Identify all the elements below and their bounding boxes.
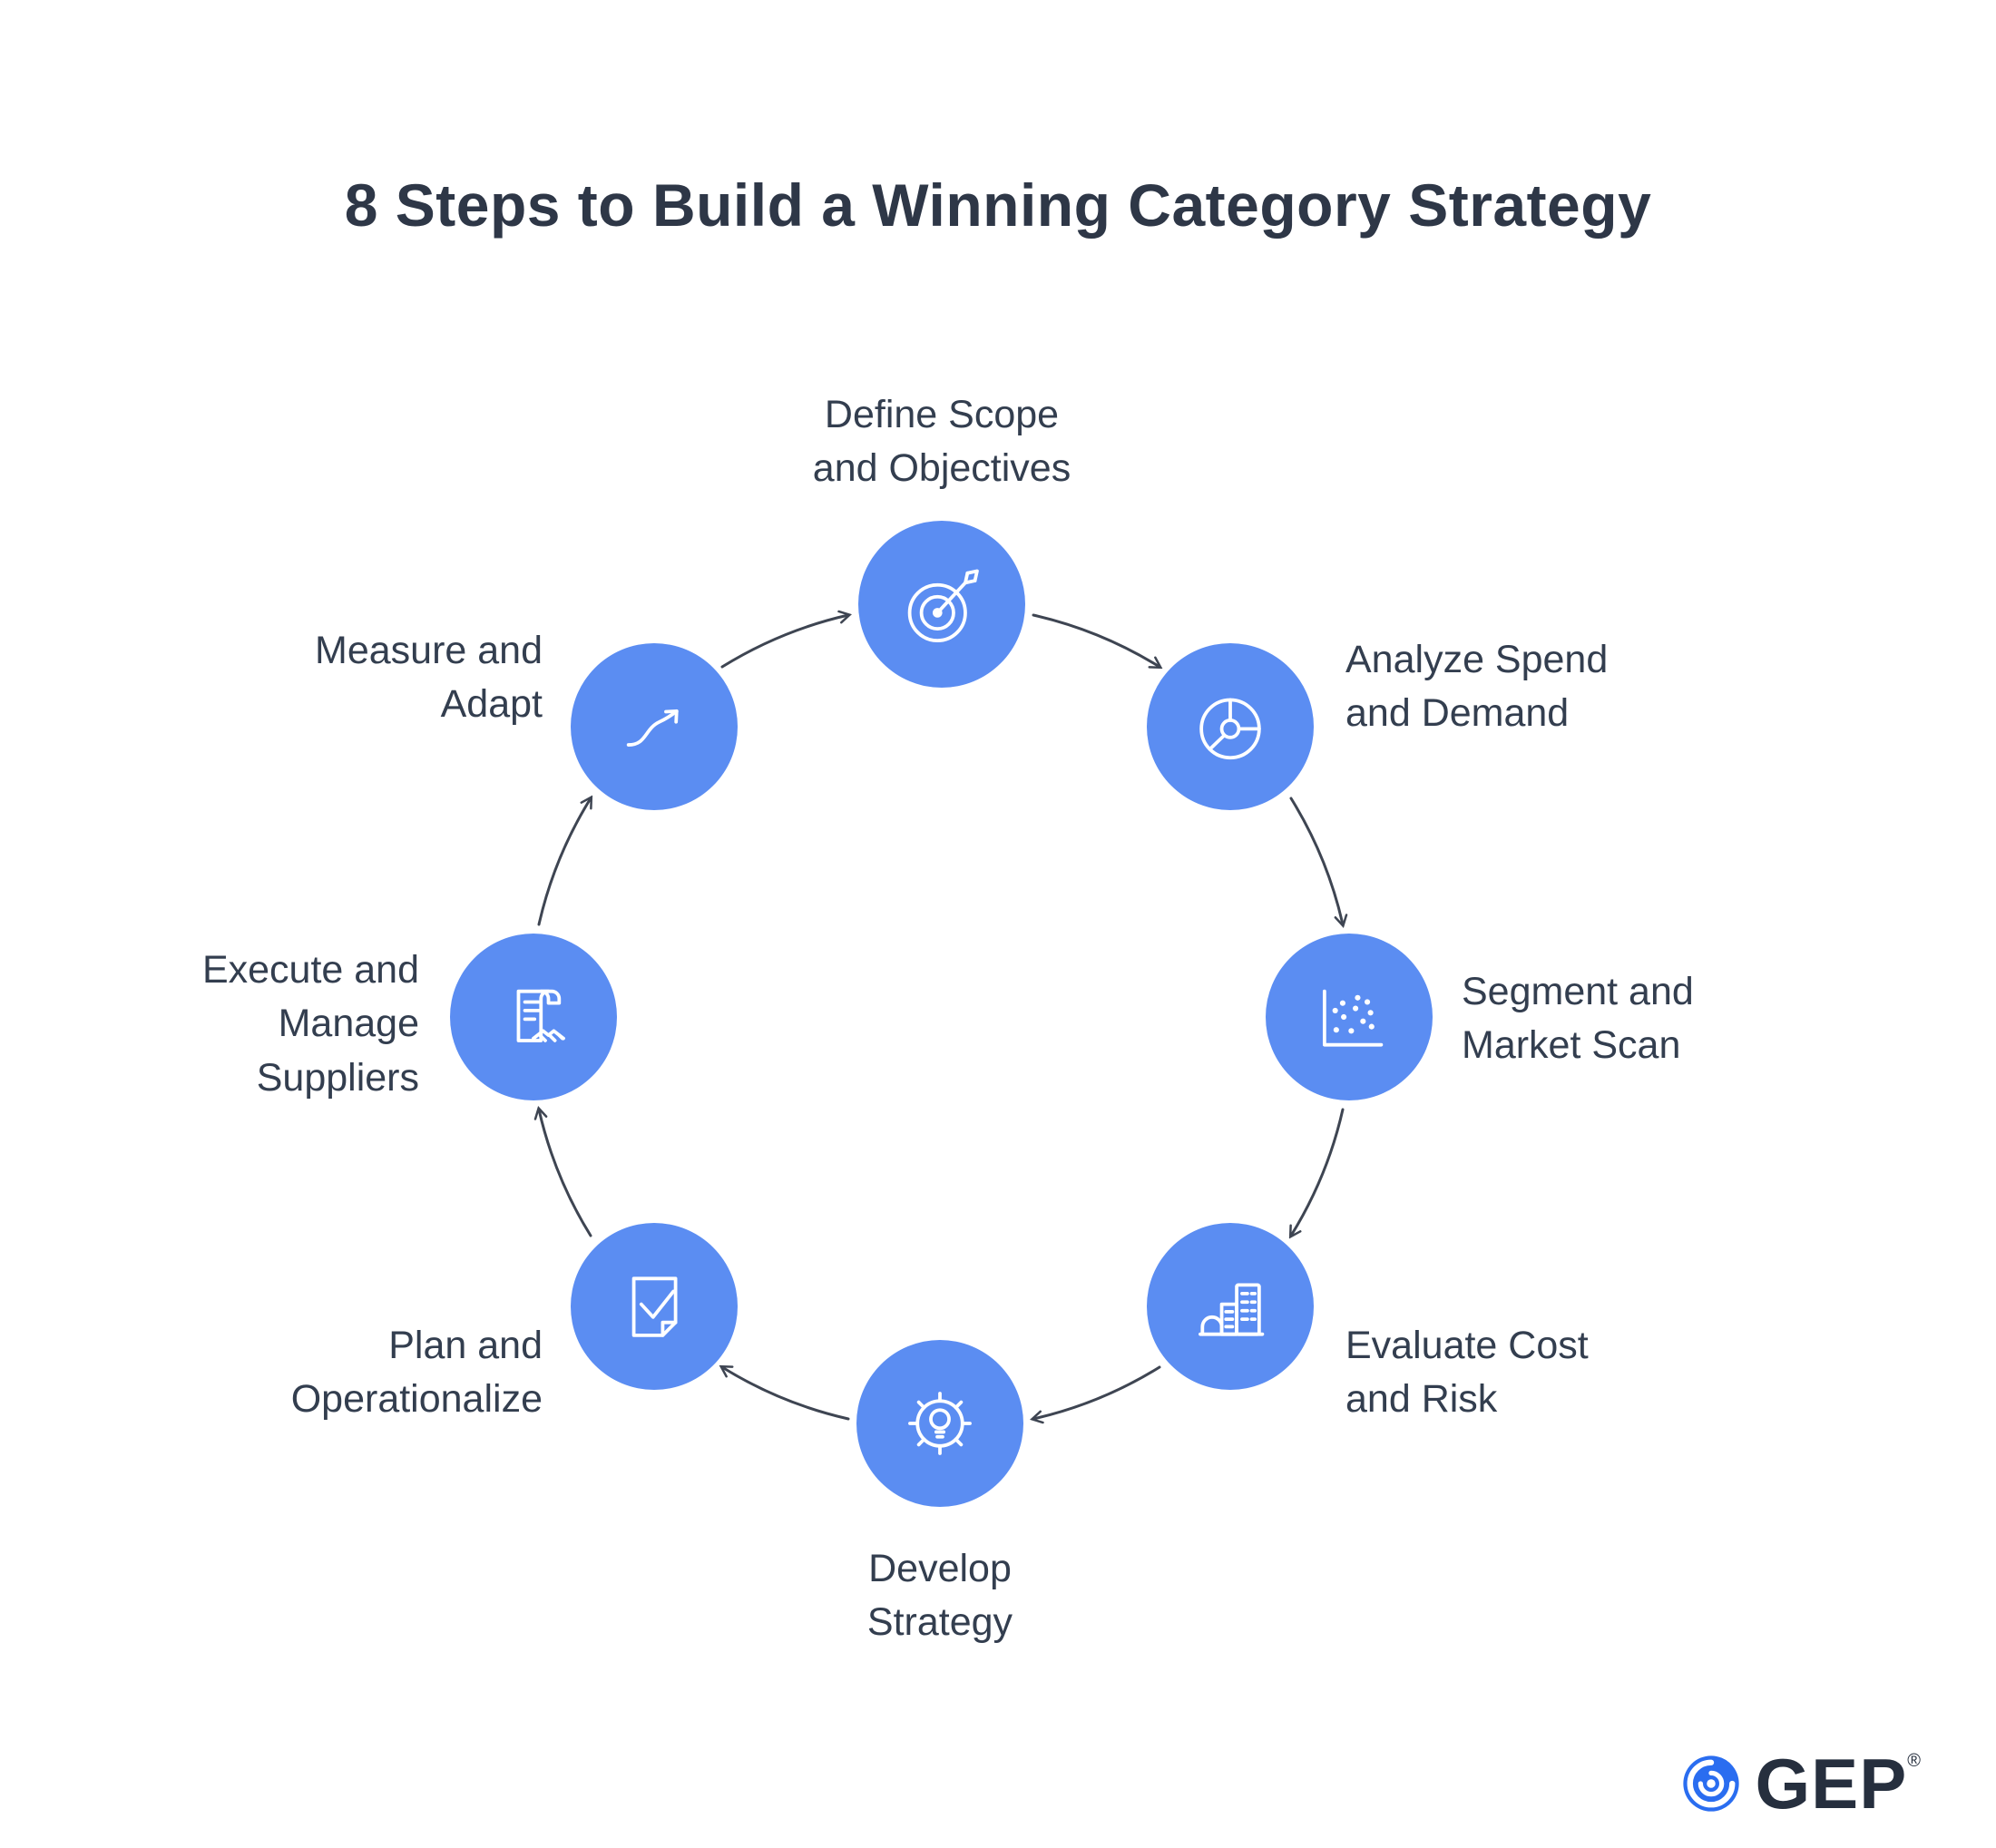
gep-logo-wordmark: GEP [1755, 1744, 1908, 1824]
step-label-analyze-spend: Analyze Spend and Demand [1345, 638, 1609, 736]
arrow-bottomright-to-bottom [1033, 1365, 1161, 1419]
gep-logo-text: GEP ® [1756, 1748, 1922, 1819]
arrow-topright-to-right [1289, 797, 1343, 924]
gear-bulb-icon [908, 1392, 972, 1455]
step-circle-segment-market-scan [1266, 934, 1433, 1100]
arrow-right-to-bottomright [1291, 1108, 1345, 1236]
arrow-bottom-to-bottomleft [722, 1367, 850, 1421]
page-title: 8 Steps to Build a Winning Category Stra… [344, 171, 1652, 239]
growth-arrow-icon [626, 709, 679, 747]
pie-chart-icon [1199, 698, 1261, 760]
step-label-measure-adapt: Measure and Adapt [315, 629, 543, 727]
target-arrow-icon [907, 569, 979, 643]
step-circle-analyze-spend [1147, 643, 1314, 810]
step-label-define-scope: Define Scope and Objectives [812, 393, 1071, 491]
step-circle-plan-operationalize [571, 1223, 738, 1390]
registered-mark: ® [1907, 1751, 1922, 1771]
document-check-icon [631, 1276, 678, 1337]
step-circle-execute-manage-suppliers [450, 934, 617, 1100]
arrow-top-to-topright [1032, 613, 1159, 667]
step-circle-measure-adapt [571, 643, 738, 810]
arrow-left-to-topleft [537, 798, 591, 926]
arrow-bottomleft-to-left [539, 1110, 592, 1237]
step-label-execute-manage-suppliers: Execute and Manage Suppliers [201, 948, 419, 1100]
gep-swirl-icon [1682, 1755, 1739, 1812]
step-label-segment-market-scan: Segment and Market Scan [1462, 970, 1694, 1068]
step-circle-evaluate-cost-risk [1147, 1223, 1314, 1390]
arrow-topleft-to-top [720, 615, 848, 669]
scatter-plot-icon [1322, 989, 1384, 1047]
city-buildings-icon [1199, 1283, 1265, 1336]
step-label-evaluate-cost-risk: Evaluate Cost and Risk [1345, 1324, 1589, 1422]
contract-handshake-icon [516, 989, 565, 1042]
step-label-plan-operationalize: Plan and Operationalize [290, 1324, 543, 1422]
step-label-develop-strategy: Develop Strategy [866, 1547, 1013, 1645]
step-circle-define-scope [858, 521, 1025, 688]
step-circle-develop-strategy [856, 1340, 1023, 1507]
gep-logo: GEP ® [1678, 1748, 1922, 1819]
